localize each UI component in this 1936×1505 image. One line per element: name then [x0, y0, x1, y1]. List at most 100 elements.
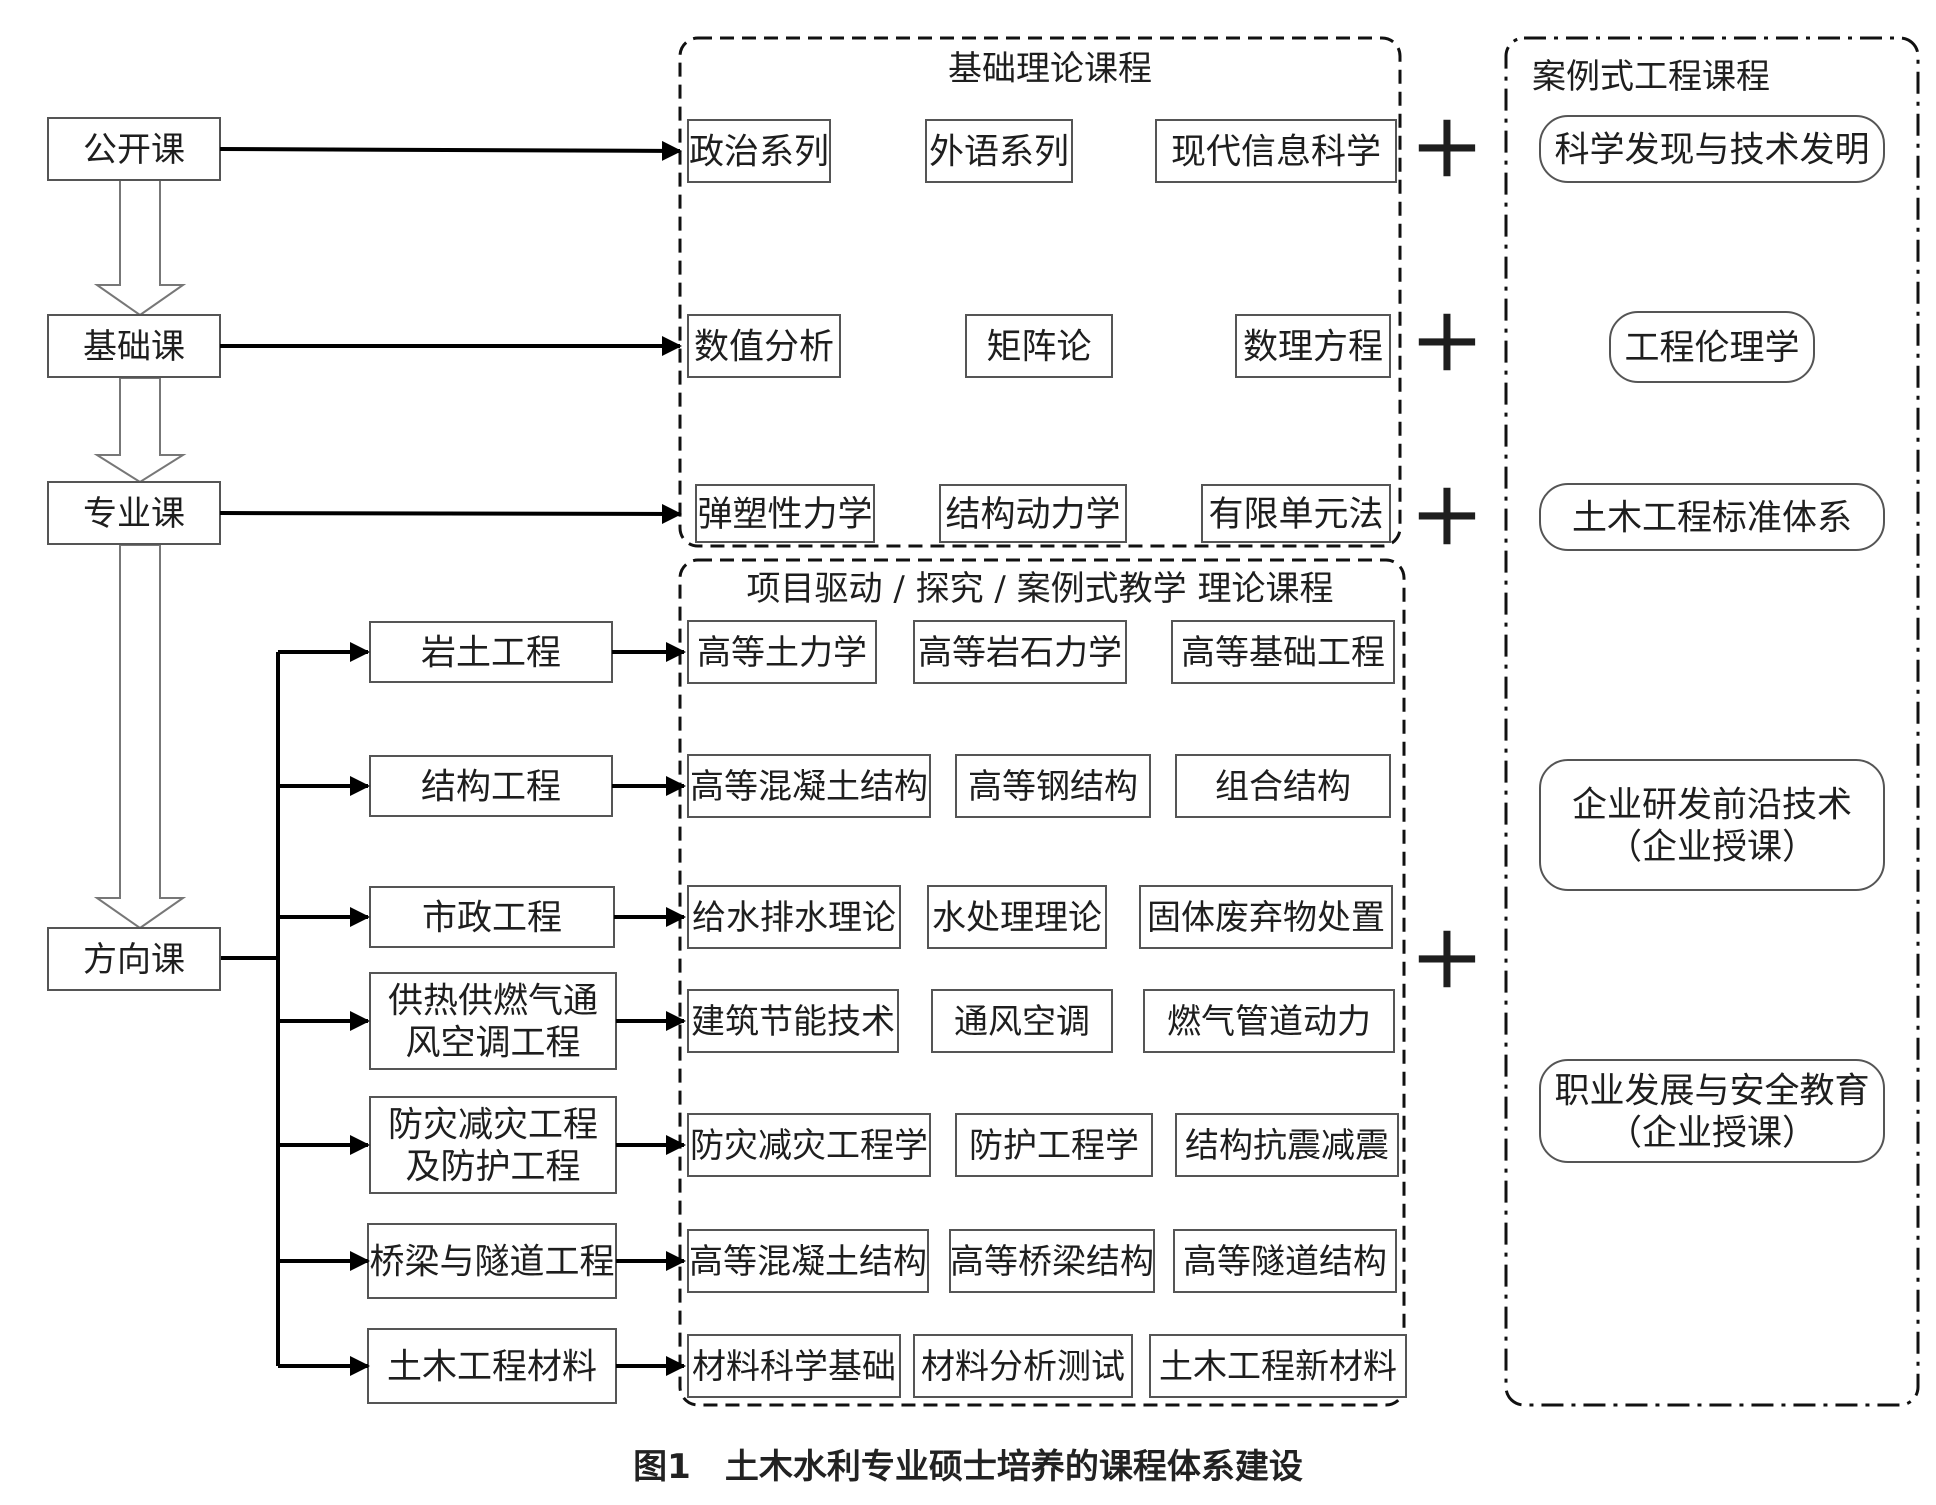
direction-box: [367, 1223, 617, 1299]
direction-course-box: [1171, 620, 1395, 684]
direction-course-box: [687, 1229, 929, 1293]
basic-course-box: [1201, 484, 1391, 543]
direction-course-label: 防护工程学: [969, 1126, 1139, 1166]
direction-course-box: [949, 1229, 1155, 1293]
basic-course-box: [687, 119, 831, 183]
basic-course-box: [695, 484, 875, 543]
direction-course-box: [1143, 989, 1395, 1053]
flow-arrow: [219, 140, 682, 161]
plus-sign: +: [1409, 904, 1484, 1009]
direction-box: [369, 621, 613, 683]
direction-box: [369, 755, 613, 817]
direction-label: 岩土工程: [421, 634, 561, 674]
project-theory-frame: [678, 558, 1406, 1407]
direction-course-label: 高等土力学: [697, 633, 867, 673]
figure-caption: 图1 土木水利专业硕士培养的课程体系建设: [633, 1447, 1303, 1487]
direction-label: 土木工程材料: [387, 1348, 597, 1388]
direction-label: 风空调工程: [405, 1024, 580, 1064]
direction-course-label: 水处理理论: [932, 898, 1102, 938]
case-course-title: 案例式工程课程: [1532, 57, 1770, 97]
direction-label: 市政工程: [422, 899, 562, 939]
direction-course-box: [687, 754, 931, 818]
level-box: [47, 927, 221, 991]
direction-course-label: 高等隧道结构: [1183, 1242, 1387, 1282]
case-course-boxes: 科学发现与技术发明工程伦理学土木工程标准体系企业研发前沿技术（企业授课）职业发展…: [1539, 115, 1885, 1163]
direction-course-label: 高等岩石力学: [918, 633, 1122, 673]
direction-course-label: 防灾减灾工程学: [690, 1126, 928, 1166]
direction-course-box: [931, 989, 1113, 1053]
plus-sign: +: [1409, 461, 1484, 566]
level-box: [47, 117, 221, 181]
basic-course-box: [1235, 314, 1391, 378]
direction-course-label: 高等混凝土结构: [690, 767, 928, 807]
hollow-down-arrow: [93, 377, 187, 484]
level-label: 专业课: [83, 494, 185, 534]
plus-sign: +: [1409, 93, 1484, 198]
direction-course-label: 建筑节能技术: [691, 1002, 895, 1042]
basic-course-label: 外语系列: [929, 133, 1069, 173]
basic-course-label: 弹塑性力学: [697, 495, 872, 535]
basic-course-label: 现代信息科学: [1171, 133, 1381, 173]
direction-course-box: [687, 989, 899, 1053]
direction-course-box: [1175, 754, 1391, 818]
direction-course-label: 固体废弃物处置: [1147, 898, 1385, 938]
direction-course-box: [1139, 885, 1393, 949]
direction-course-label: 高等混凝土结构: [689, 1242, 927, 1282]
direction-course-label: 高等钢结构: [968, 767, 1138, 807]
case-course-label: （企业授课）: [1607, 1114, 1817, 1154]
project-theory-title: 项目驱动 / 探究 / 案例式教学 理论课程: [747, 569, 1334, 609]
case-course-box: [1539, 759, 1885, 891]
direction-course-box: [687, 620, 877, 684]
direction-label: 桥梁与隧道工程: [369, 1243, 614, 1283]
direction-course-label: 通风空调: [954, 1002, 1090, 1042]
direction-course-box: [1175, 1113, 1399, 1177]
direction-course-box: [1149, 1334, 1407, 1398]
level-label: 方向课: [83, 940, 185, 980]
basic-course-label: 政治系列: [689, 133, 829, 173]
direction-boxes: 岩土工程结构工程市政工程供热供燃气通风空调工程防灾减灾工程及防护工程桥梁与隧道工…: [367, 621, 617, 1404]
direction-course-box: [913, 1334, 1133, 1398]
direction-course-label: 材料分析测试: [921, 1347, 1125, 1387]
basic-course-box: [925, 119, 1073, 183]
level-label: 基础课: [83, 327, 185, 367]
direction-label: 防灾减灾工程: [388, 1106, 598, 1146]
direction-course-label: 结构抗震减震: [1185, 1126, 1389, 1166]
case-course-label: 工程伦理学: [1624, 329, 1799, 369]
flow-arrow: [219, 503, 682, 524]
basic-course-boxes: 政治系列外语系列现代信息科学数值分析矩阵论数理方程弹塑性力学结构动力学有限单元法: [687, 119, 1397, 543]
direction-course-box: [687, 1113, 931, 1177]
direction-course-label: 材料科学基础: [692, 1347, 896, 1387]
case-course-box: [1539, 1059, 1885, 1163]
direction-course-boxes: 高等土力学高等岩石力学高等基础工程高等混凝土结构高等钢结构组合结构给水排水理论水…: [687, 620, 1407, 1398]
direction-label: 及防护工程: [405, 1148, 580, 1188]
case-course-label: （企业授课）: [1607, 828, 1817, 868]
basic-course-label: 数理方程: [1243, 328, 1383, 368]
basic-course-box: [1155, 119, 1397, 183]
direction-course-box: [687, 885, 901, 949]
direction-label: 供热供燃气通: [388, 982, 598, 1022]
direction-course-label: 给水排水理论: [692, 898, 896, 938]
case-course-label: 职业发展与安全教育: [1554, 1072, 1869, 1112]
basic-course-label: 数值分析: [694, 328, 834, 368]
hollow-down-arrow: [93, 179, 187, 317]
basic-theory-title: 基础理论课程: [948, 49, 1152, 89]
basic-course-box: [939, 484, 1127, 543]
hollow-down-arrow: [93, 544, 187, 930]
direction-box: [369, 1096, 617, 1194]
case-course-label: 土木工程标准体系: [1572, 499, 1852, 539]
basic-course-label: 有限单元法: [1208, 495, 1383, 535]
level-label: 公开课: [83, 130, 185, 170]
plus-sign: +: [1409, 287, 1484, 392]
case-course-box: [1609, 311, 1815, 383]
case-course-box: [1539, 115, 1885, 183]
case-course-label: 企业研发前沿技术: [1572, 786, 1852, 826]
level-box: [47, 481, 221, 545]
direction-box: [369, 972, 617, 1070]
direction-course-box: [955, 1113, 1153, 1177]
direction-course-box: [1173, 1229, 1397, 1293]
direction-course-box: [913, 620, 1127, 684]
basic-course-box: [687, 314, 841, 378]
direction-course-label: 组合结构: [1215, 767, 1351, 807]
